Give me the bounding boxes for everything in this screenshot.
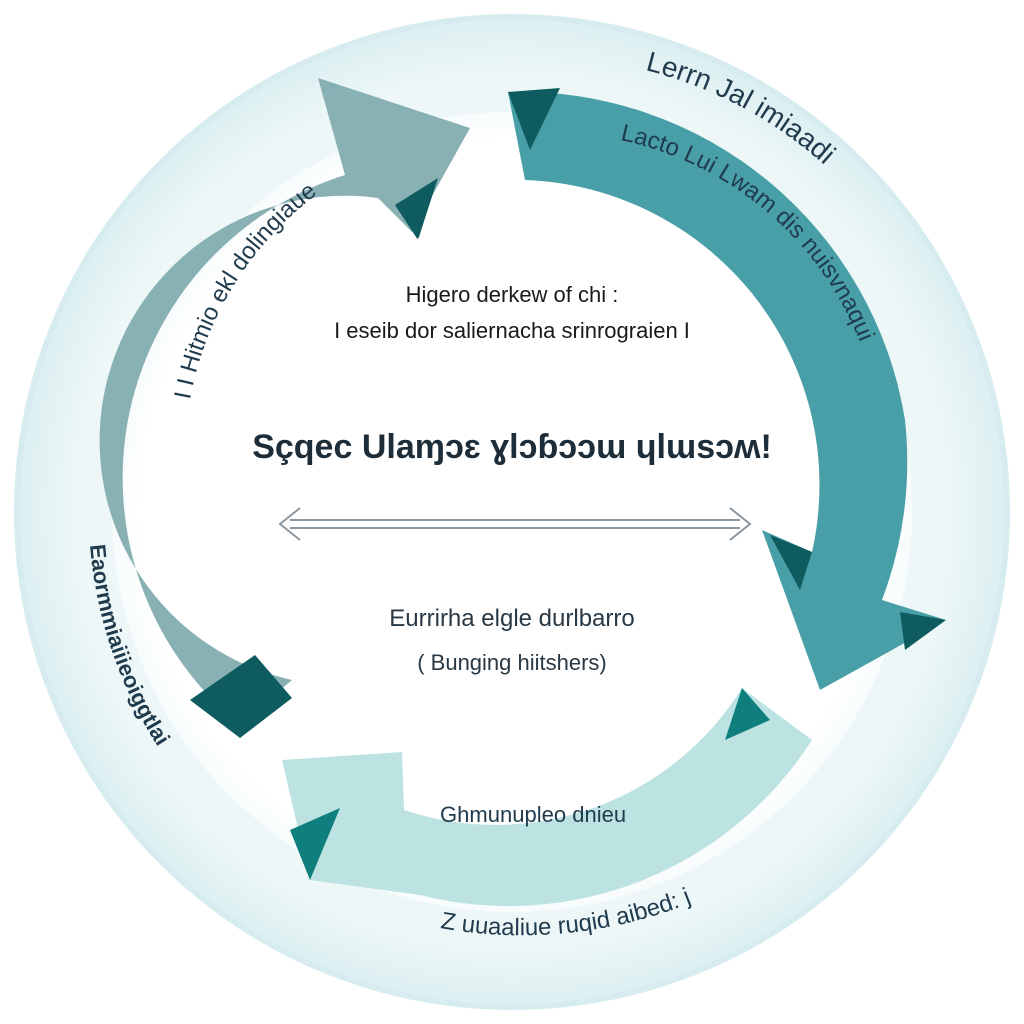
cycle-arrow-bottom-tail-shadow [725,688,770,740]
center-disc [262,220,762,720]
double-arrow-icon [278,507,752,541]
center-heading: Sçqec Ulaɱɔɛ ɣlɔɓɔɔɯ ɥlɯsɔʍ! [252,428,772,466]
cycle-arrow-left-shadow [395,178,438,240]
cycle-arrow-left-tail-shadow [190,655,292,738]
cycle-arrow-bottom-shadow [290,808,340,880]
cycle-arrow-left [99,78,470,725]
cycle-arrow-bottom [282,688,812,907]
cycle-arrow-right-shadow [770,535,812,590]
arrow-label-bottom: Ghmunupleo dnieu [440,802,626,827]
cycle-arrow-right-head-shadow [900,612,946,650]
center-line-2: I eseib dor saliernacha srinrograien I [334,318,690,343]
cycle-arrow-right-tail-shadow [508,88,560,150]
center-line-1: Higero derkew of chi : [405,282,619,307]
center-subtitle-2: ( Bunging hiitshers) [417,650,607,675]
center-subtitle-1: Eurrirha elgle durlbarro [389,605,635,632]
cycle-arrow-right [508,91,946,690]
